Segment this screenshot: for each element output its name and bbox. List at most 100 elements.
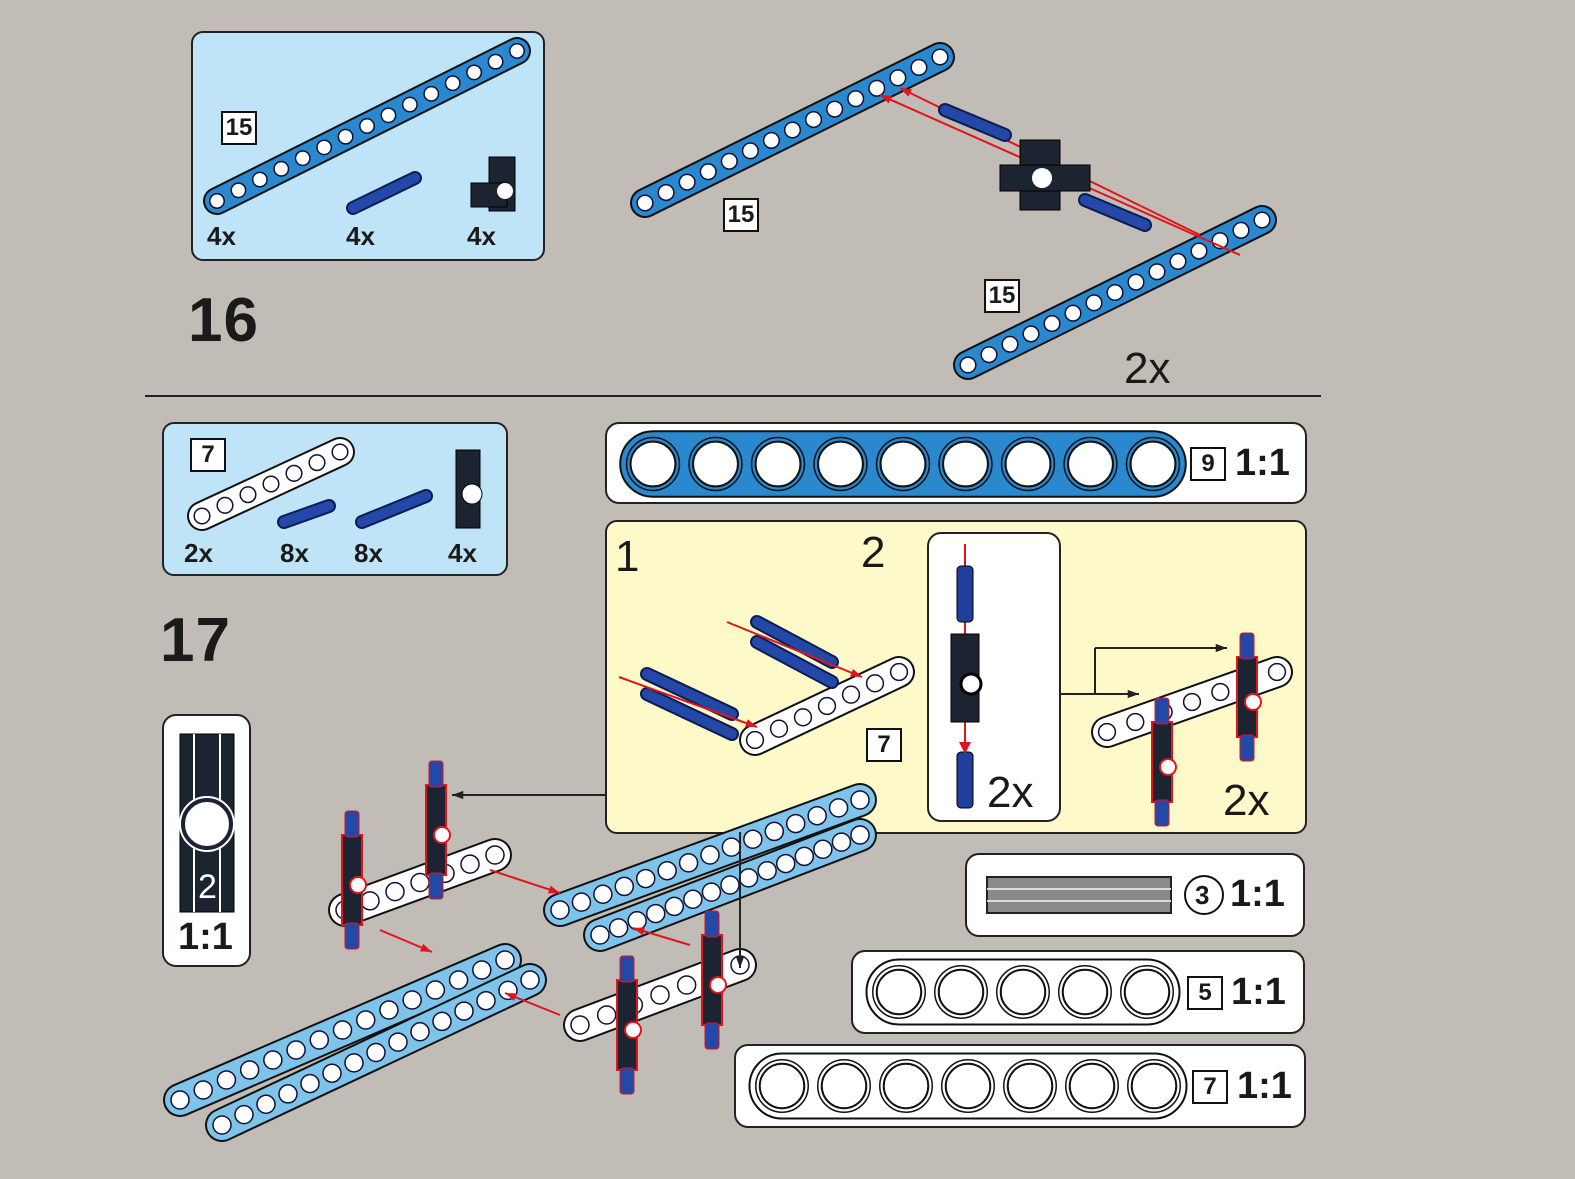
arrow-line: [618, 676, 758, 728]
beam-hole-ring: [875, 436, 931, 492]
part-count: 8x: [280, 538, 309, 568]
beam-hole: [889, 662, 909, 682]
beam-hole: [614, 876, 635, 897]
beam-hole: [485, 845, 505, 865]
beam-hole: [239, 1060, 260, 1080]
step17-parts-list: 7 2x 8x 8x 4x: [162, 422, 508, 576]
beam-outline: [163, 943, 522, 1117]
beam-hole: [1253, 211, 1271, 229]
beam-hole: [385, 881, 405, 902]
arrowhead: [900, 88, 912, 97]
beam-hole: [193, 1080, 213, 1100]
cross-connector: [616, 979, 638, 1071]
beam-hole: [703, 965, 724, 985]
arrow-line: [379, 929, 433, 953]
beam-hole: [721, 837, 742, 857]
blue-pin: [348, 173, 420, 213]
blue-pin: [619, 1067, 635, 1095]
beam-hole-ring: [625, 436, 681, 492]
beam-hole: [1085, 294, 1103, 312]
beam-hole: [757, 860, 777, 881]
beam-hole: [775, 853, 796, 874]
beam-body: [207, 965, 545, 1140]
beam-hole: [423, 85, 440, 102]
blue-pin: [752, 637, 837, 687]
blue-pin: [1080, 195, 1150, 230]
beam-hole: [355, 1010, 376, 1030]
arrowhead: [633, 927, 645, 936]
scale-label: 1:1: [178, 916, 233, 958]
beam7-scale-callout: 7 1:1: [734, 1044, 1306, 1128]
beam-hole: [794, 846, 815, 867]
step-number: 17: [160, 606, 231, 675]
beam-hole: [1190, 242, 1208, 260]
beam5-scale-callout: 5 1:1: [851, 950, 1305, 1034]
beam9-scale-callout: 9 1:1: [605, 422, 1307, 504]
beam-hole: [841, 685, 861, 704]
axle-3-icon: [986, 875, 1224, 915]
beam-hole: [664, 896, 685, 917]
beam-hole: [1043, 315, 1061, 333]
connector-hole: [1159, 758, 1177, 776]
scale-label: 1:1: [1235, 442, 1290, 484]
blue-pin: [1239, 632, 1255, 660]
beam-hole: [278, 1084, 298, 1104]
connector-hole: [349, 876, 367, 894]
axle3-scale-callout: 3 1:1: [965, 853, 1305, 937]
beam-hole: [366, 1042, 386, 1063]
beam-hole: [627, 910, 647, 931]
assembly-multiplier: 2x: [1124, 344, 1171, 393]
beam-hole: [322, 1063, 342, 1083]
part-count: 8x: [354, 538, 383, 568]
cross-connector: [701, 934, 723, 1026]
arrow-line: [632, 927, 691, 946]
blue-pin: [1154, 799, 1170, 827]
beam-hole: [380, 107, 397, 124]
beam-hole: [608, 918, 629, 938]
beam-hole: [193, 507, 211, 525]
beam-hole: [875, 968, 923, 1016]
beam-body: [585, 820, 875, 950]
beam-hole: [865, 674, 885, 693]
beam-body: [165, 945, 520, 1115]
beam-hole: [879, 440, 927, 488]
beam-hole: [234, 1104, 254, 1125]
blue-pin: [642, 669, 737, 719]
beam-hole: [335, 900, 355, 920]
connector-mark: 2: [198, 868, 217, 906]
submodel-illustration: [618, 615, 1293, 827]
beam-hole-ring: [755, 1059, 809, 1113]
beam-hole: [331, 443, 349, 461]
connector-scale-callout: 2 1:1: [162, 714, 251, 967]
beam-hole: [590, 925, 610, 945]
beam-length-label: 5: [1187, 976, 1223, 1010]
beam-hole: [1211, 682, 1230, 702]
arrow-line: [726, 621, 863, 678]
beam-hole: [1267, 662, 1287, 682]
pin-connector-assembly-icon: [950, 544, 983, 809]
beam-hole: [1130, 1062, 1178, 1110]
blue-pin: [279, 501, 334, 527]
beam-hole: [650, 985, 670, 1005]
blue-pin: [940, 105, 1010, 140]
beam-outline: [205, 963, 547, 1142]
beam-hole: [498, 980, 518, 1001]
beam-hole: [678, 173, 696, 191]
beam: [187, 437, 355, 531]
arrowhead: [420, 943, 432, 952]
arrowhead: [548, 885, 560, 894]
beam-hole: [999, 968, 1047, 1016]
beam-hole: [817, 440, 864, 488]
beam-hole: [738, 868, 759, 888]
blue-pin: [1154, 697, 1170, 725]
cross-connector: [341, 834, 363, 926]
part-count: 4x: [467, 221, 496, 251]
beam-hole: [1006, 1062, 1054, 1110]
beam-hole: [1064, 304, 1082, 322]
cross-connector-icon: [179, 733, 235, 913]
step16-parts-list: 15 4x 4x 4x: [191, 31, 545, 261]
part-count: 2x: [184, 538, 213, 568]
beam-hole: [570, 1015, 590, 1035]
result-multiplier: 2x: [1223, 776, 1270, 825]
connector-hole: [433, 826, 451, 844]
